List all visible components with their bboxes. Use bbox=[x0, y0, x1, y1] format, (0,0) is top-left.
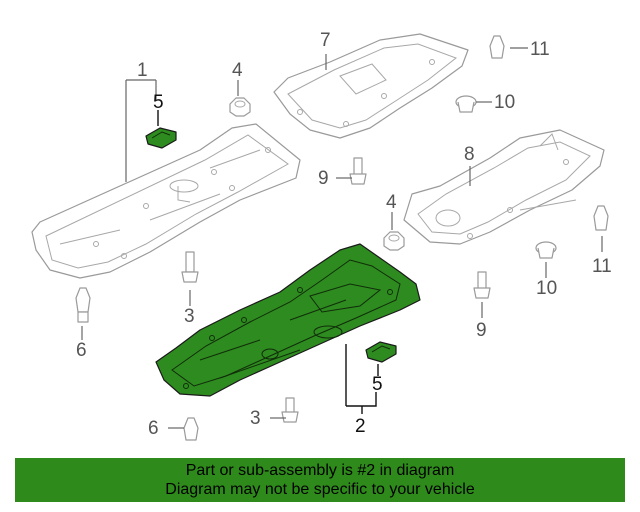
leader-lines bbox=[81, 47, 603, 429]
part-3-bolt-lower[interactable] bbox=[281, 397, 299, 423]
part-5-clip-lower[interactable] bbox=[365, 341, 397, 363]
banner-line-2: Diagram may not be specific to your vehi… bbox=[165, 481, 475, 498]
part-5-clip-upper[interactable] bbox=[145, 127, 177, 149]
part-10-grommet-lower[interactable] bbox=[535, 241, 557, 259]
part-3-bolt-upper[interactable] bbox=[181, 251, 199, 283]
callout-5-upper: 5 bbox=[153, 92, 164, 113]
callout-3-upper: 3 bbox=[184, 306, 195, 327]
callout-9-right: 9 bbox=[476, 320, 487, 341]
part-1-shield[interactable] bbox=[31, 123, 301, 279]
callout-3-lower: 3 bbox=[250, 408, 261, 429]
callout-5-lower: 5 bbox=[372, 374, 383, 395]
callout-1: 1 bbox=[137, 60, 148, 81]
parts-diagram: 1 5 4 7 11 10 8 9 4 11 10 3 6 9 5 2 3 6 bbox=[31, 30, 612, 441]
part-7-shield[interactable] bbox=[273, 33, 469, 139]
callout-8: 8 bbox=[464, 144, 475, 165]
notice-banner: Part or sub-assembly is #2 in diagram Di… bbox=[15, 458, 625, 502]
callout-2: 2 bbox=[355, 416, 366, 437]
callout-4-right: 4 bbox=[386, 192, 397, 213]
banner-line-1: Part or sub-assembly is #2 in diagram bbox=[185, 462, 455, 479]
callout-7: 7 bbox=[320, 30, 331, 51]
part-8-shield[interactable] bbox=[403, 129, 605, 245]
part-9-bolt-right[interactable] bbox=[473, 271, 491, 299]
part-9-bolt-left[interactable] bbox=[349, 157, 367, 185]
callout-10-upper: 10 bbox=[494, 92, 515, 113]
callout-6-lower: 6 bbox=[148, 418, 159, 439]
callout-4-left: 4 bbox=[232, 60, 243, 81]
callout-9-left: 9 bbox=[318, 168, 329, 189]
part-6-pushpin-upper[interactable] bbox=[75, 287, 91, 323]
part-6-pushpin-lower[interactable] bbox=[183, 417, 199, 441]
part-10-grommet-upper[interactable] bbox=[455, 95, 477, 113]
part-11-pushpin-lower[interactable] bbox=[593, 205, 609, 231]
part-4-nut-left[interactable] bbox=[229, 97, 251, 117]
callout-10-lower: 10 bbox=[536, 278, 557, 299]
part-4-nut-right[interactable] bbox=[383, 231, 405, 251]
part-2-shield-highlighted[interactable] bbox=[155, 243, 421, 397]
callout-11-upper: 11 bbox=[530, 39, 550, 60]
part-11-pushpin-upper[interactable] bbox=[489, 35, 505, 59]
callout-11-lower: 11 bbox=[592, 256, 612, 277]
callout-6-upper: 6 bbox=[76, 340, 87, 361]
